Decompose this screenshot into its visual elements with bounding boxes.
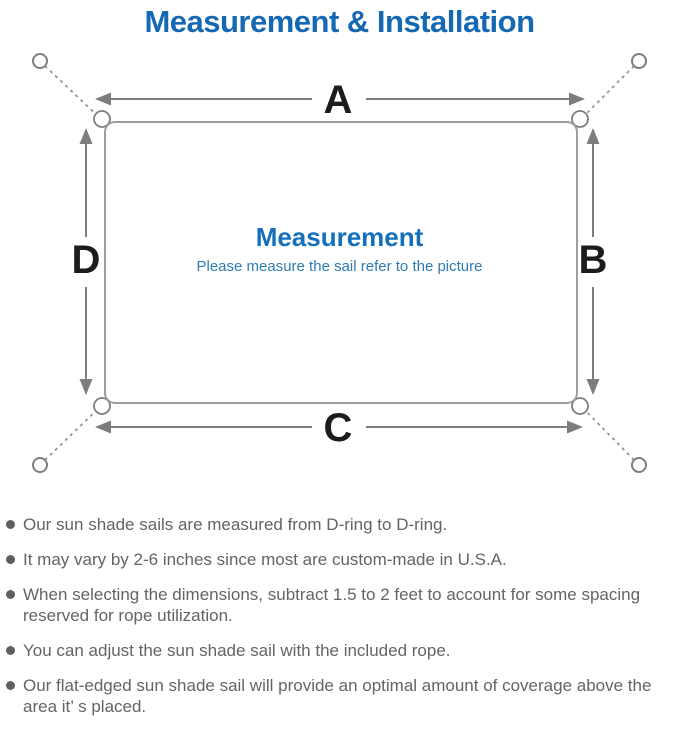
d-ring-top-left	[93, 110, 111, 128]
d-ring-bottom-left	[93, 397, 111, 415]
note-text: When selecting the dimensions, subtract …	[23, 585, 641, 625]
dimension-label-b: B	[579, 238, 608, 282]
measurement-notes-list: Our sun shade sails are measured from D-…	[0, 502, 679, 717]
list-item: You can adjust the sun shade sail with t…	[6, 640, 675, 661]
dimension-label-a: A	[324, 78, 353, 122]
rope-line-bottom-left	[44, 405, 102, 461]
bullet-icon	[6, 520, 15, 529]
bullet-icon	[6, 555, 15, 564]
note-text: Our flat-edged sun shade sail will provi…	[23, 676, 652, 716]
list-item: It may vary by 2-6 inches since most are…	[6, 549, 675, 570]
bullet-icon	[6, 590, 15, 599]
sail-diagram-graphic: A C D B	[32, 53, 647, 473]
anchor-point-bottom-left	[32, 457, 48, 473]
list-item: Our sun shade sails are measured from D-…	[6, 514, 675, 535]
rope-line-top-left	[44, 65, 102, 120]
d-ring-bottom-right	[571, 397, 589, 415]
note-text: It may vary by 2-6 inches since most are…	[23, 550, 507, 569]
list-item: When selecting the dimensions, subtract …	[6, 584, 675, 626]
sail-outline	[104, 121, 578, 404]
anchor-point-top-left	[32, 53, 48, 69]
sail-measurement-diagram: A C D B Measurement Please measure the s…	[0, 42, 679, 502]
anchor-point-bottom-right	[631, 457, 647, 473]
anchor-point-top-right	[631, 53, 647, 69]
dimension-label-c: C	[324, 406, 353, 450]
rope-line-top-right	[580, 65, 635, 120]
dimension-label-d: D	[72, 238, 101, 282]
d-ring-top-right	[571, 110, 589, 128]
list-item: Our flat-edged sun shade sail will provi…	[6, 675, 675, 717]
rope-line-bottom-right	[580, 405, 635, 461]
note-text: Our sun shade sails are measured from D-…	[23, 515, 448, 534]
note-text: You can adjust the sun shade sail with t…	[23, 641, 451, 660]
bullet-icon	[6, 646, 15, 655]
page-title: Measurement & Installation	[144, 4, 535, 39]
bullet-icon	[6, 681, 15, 690]
